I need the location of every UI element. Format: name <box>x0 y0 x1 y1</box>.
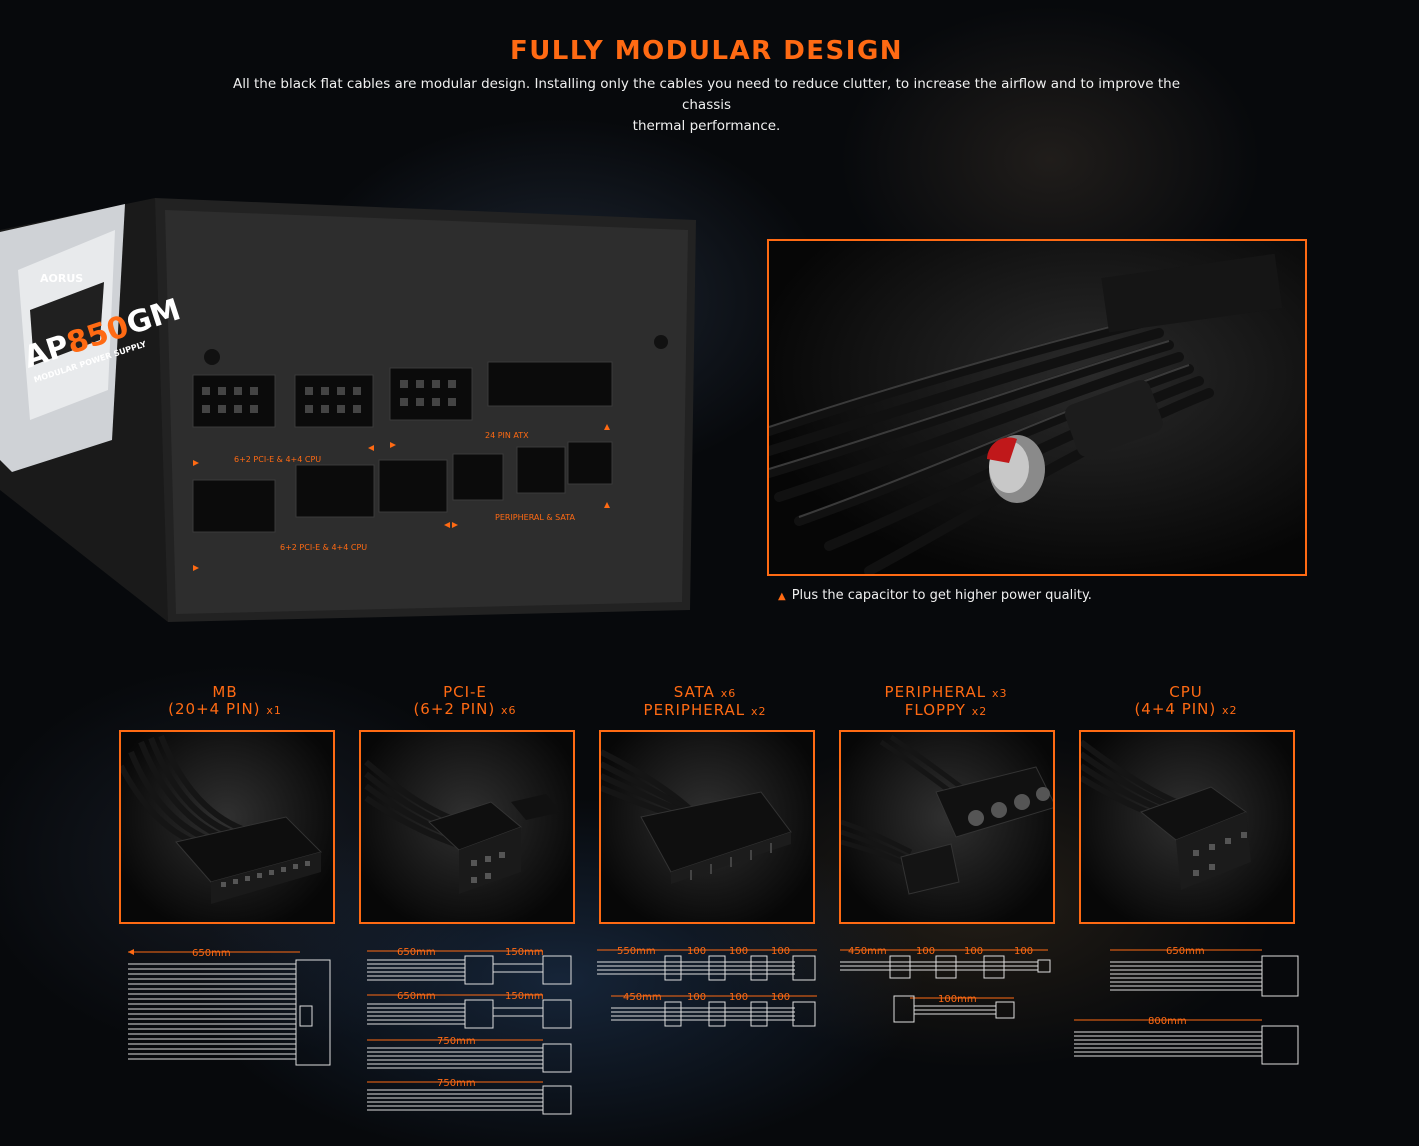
sata-cable-photo <box>599 730 815 924</box>
port-label-atx: 24 PIN ATX <box>485 431 529 440</box>
svg-text:100: 100 <box>771 992 790 1003</box>
svg-text:100: 100 <box>916 946 935 957</box>
capacitor-caption: ▲ Plus the capacitor to get higher power … <box>778 588 1092 603</box>
sata-length-1: 550mm <box>617 946 656 957</box>
cable-title-mb: MB (20+4 PIN) x1 <box>168 683 282 718</box>
svg-text:100: 100 <box>729 992 748 1003</box>
intro-line-1: All the black flat cables are modular de… <box>232 76 1181 113</box>
cpu-length-1: 650mm <box>1166 946 1205 957</box>
pcie-branch-1: 150mm <box>505 947 544 958</box>
svg-text:100: 100 <box>729 946 748 957</box>
port-label-pcie-cpu-top: 6+2 PCI-E & 4+4 CPU <box>234 455 321 464</box>
capacitor-caption-text: Plus the capacitor to get higher power q… <box>791 588 1092 603</box>
psu-brand: AORUS <box>40 272 83 285</box>
cable-title-pcie: PCI-E (6+2 PIN) x6 <box>413 683 517 718</box>
cable-title-sata: SATA x6 PERIPHERAL x2 <box>643 683 767 719</box>
pcie-length-2: 650mm <box>397 991 436 1002</box>
cable-title-peripheral: PERIPHERAL x3 FLOPPY x2 <box>884 683 1008 719</box>
port-label-peripheral-sata: PERIPHERAL & SATA <box>495 513 576 522</box>
peripheral-length-2: 100mm <box>938 994 977 1005</box>
svg-text:100: 100 <box>1014 946 1033 957</box>
mb-length-label: 650mm <box>192 948 231 959</box>
cpu-cable-diagram: 650mm 800mm <box>1072 940 1307 1074</box>
pcie-length-1: 650mm <box>397 947 436 958</box>
intro-line-2: thermal performance. <box>632 118 781 134</box>
pcie-branch-2: 150mm <box>505 991 544 1002</box>
triangle-icon: ▲ <box>778 591 786 602</box>
intro-text: All the black flat cables are modular de… <box>230 74 1183 137</box>
capacitor-photo <box>767 239 1307 576</box>
pcie-length-4: 750mm <box>437 1078 476 1089</box>
peripheral-cable-diagram: 450mm 100 100 100 100mm <box>838 940 1058 1034</box>
sata-length-2: 450mm <box>623 992 662 1003</box>
sata-cable-diagram: 550mm 100 100 100 450mm 100 100 100 <box>595 940 820 1034</box>
cpu-length-2: 800mm <box>1148 1016 1187 1027</box>
psu-image: 6+2 PCI-E & 4+4 CPU 24 PIN ATX 6+2 PCI-E… <box>0 190 700 630</box>
pcie-length-3: 750mm <box>437 1036 476 1047</box>
svg-text:100: 100 <box>771 946 790 957</box>
pcie-cable-diagram: 650mm 150mm 650mm 150mm 750mm 750mm <box>365 940 575 1124</box>
mb-cable-diagram: 650mm <box>120 940 340 1079</box>
mb-cable-photo <box>119 730 335 924</box>
peripheral-length-1: 450mm <box>848 946 887 957</box>
port-label-pcie-cpu-bottom: 6+2 PCI-E & 4+4 CPU <box>280 543 367 552</box>
svg-text:100: 100 <box>964 946 983 957</box>
page-title: FULLY MODULAR DESIGN <box>509 36 904 66</box>
svg-text:100: 100 <box>687 992 706 1003</box>
peripheral-cable-photo <box>839 730 1055 924</box>
svg-text:100: 100 <box>687 946 706 957</box>
cable-title-cpu: CPU (4+4 PIN) x2 <box>1134 683 1238 718</box>
pcie-cable-photo <box>359 730 575 924</box>
cpu-cable-photo <box>1079 730 1295 924</box>
